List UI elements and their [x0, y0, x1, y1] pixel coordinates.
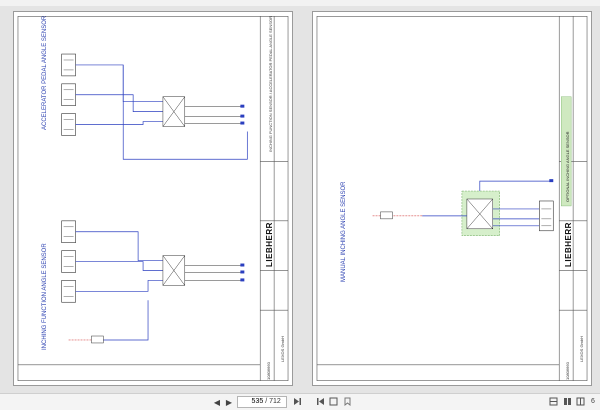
total-pages: / 712 — [265, 398, 281, 405]
page-right: MANUAL INCHING ANGLE SENSOR OPTIONAL INC… — [312, 11, 592, 386]
company-name: LEXOS GmbH — [280, 335, 285, 362]
schematic-right — [316, 16, 588, 381]
section-title-bottom: INCHING FUNCTION ANGLE SENSOR — [42, 243, 48, 350]
brand-logo: LIEBHERR — [265, 222, 274, 267]
two-page-view-icon[interactable] — [562, 397, 572, 408]
brand-logo: LIEBHERR — [564, 222, 573, 267]
page-left: ACCELERATOR PEDAL ANGLE SENSOR INCHING F… — [13, 11, 293, 386]
section-title-top: ACCELERATOR PEDAL ANGLE SENSOR — [42, 15, 48, 130]
doc-number: 10806660 — [266, 362, 271, 380]
page-indicator: / 712 — [237, 396, 287, 408]
first-page-icon[interactable] — [315, 397, 325, 408]
page-number-input[interactable] — [243, 398, 264, 405]
company-name: LEXOS GmbH — [579, 335, 584, 362]
fit-page-icon[interactable] — [328, 397, 338, 408]
zoom-level[interactable]: 6 — [591, 398, 595, 405]
document-viewer[interactable]: ACCELERATOR PEDAL ANGLE SENSOR INCHING F… — [0, 6, 600, 393]
highlight-label: OPTIONAL INCHING ANGLE SENSOR — [565, 131, 570, 202]
prev-page-button[interactable]: ◀ — [213, 398, 221, 407]
sheet-title: INCHING FUNCTION SENSOR / ACCELERATOR PE… — [268, 16, 273, 152]
top-strip — [0, 0, 600, 6]
next-page-button[interactable]: ▶ — [225, 398, 233, 407]
navigation-bar: ◀ ▶ / 712 6 — [0, 393, 600, 410]
scroll-view-icon[interactable] — [575, 397, 585, 408]
view-mode-icon[interactable] — [548, 397, 558, 408]
doc-number: 10806660 — [565, 362, 570, 380]
bookmark-icon[interactable] — [342, 397, 352, 408]
highlight-strip — [561, 96, 572, 207]
section-title: MANUAL INCHING ANGLE SENSOR — [341, 181, 347, 282]
schematic-left — [17, 16, 289, 381]
last-page-icon[interactable] — [292, 397, 302, 408]
